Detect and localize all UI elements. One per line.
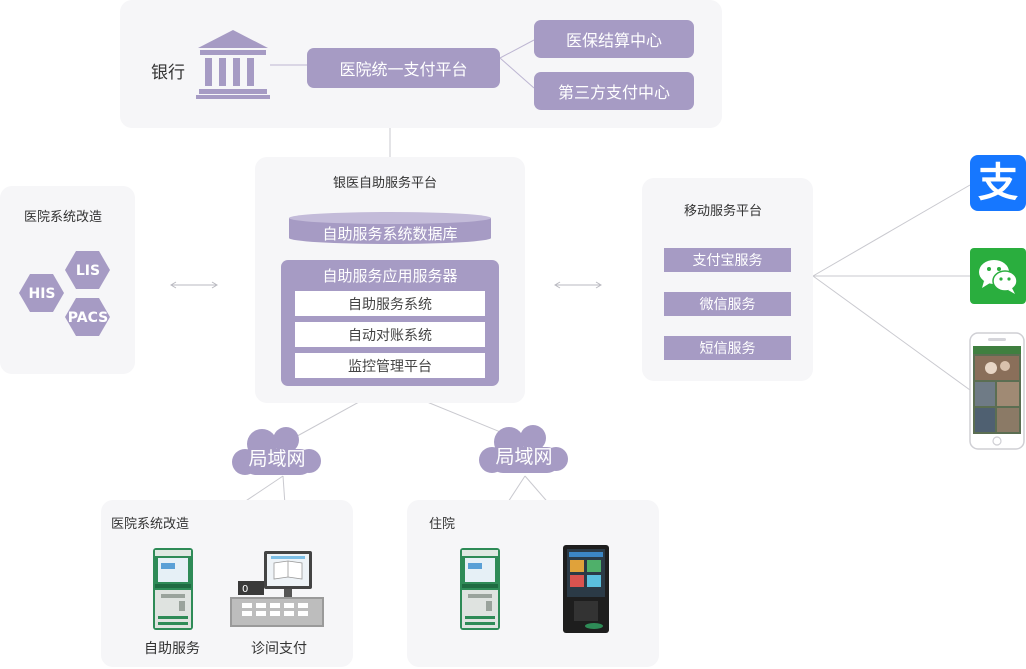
database-icon (289, 212, 491, 244)
hex-cluster: LIS HIS PACS (19, 251, 110, 336)
hex-lis-label: LIS (76, 263, 100, 279)
phone-icon (969, 332, 1025, 450)
lan-cloud-left: 局域网 (232, 427, 321, 475)
center-title: 银医自助服务平台 (333, 176, 438, 191)
system-item: 自动对账系统 (295, 322, 485, 347)
wall-terminal-icon (563, 545, 609, 633)
pos-terminal-icon: 0 (230, 551, 324, 627)
sms-service: 短信服务 (664, 336, 791, 360)
bank-label: 银行 (151, 63, 185, 83)
kiosk-icon (460, 548, 500, 630)
hex-lis (65, 251, 110, 289)
unified-payment-platform: 医院统一支付平台 (307, 48, 500, 88)
third-party-payment-center: 第三方支付中心 (534, 72, 694, 110)
wechat-icon (970, 248, 1026, 304)
svg-text:0: 0 (242, 584, 248, 595)
clinic-payment-label: 诊间支付 (251, 641, 307, 657)
bottom-right-title: 住院 (429, 517, 456, 532)
alipay-glyph: 支 (978, 160, 1018, 206)
insurance-settlement-center: 医保结算中心 (534, 20, 694, 58)
mobile-title: 移动服务平台 (684, 204, 763, 219)
hex-his-label: HIS (28, 286, 55, 302)
alipay-service: 支付宝服务 (664, 248, 791, 272)
database-label: 自助服务系统数据库 (322, 224, 458, 243)
kiosk-icon (153, 548, 193, 630)
hex-his (19, 274, 64, 312)
self-service-label: 自助服务 (144, 641, 200, 657)
inpatient-panel (407, 500, 659, 667)
hex-pacs (65, 298, 110, 336)
left-title: 医院系统改造 (24, 210, 103, 225)
lan-label-left: 局域网 (248, 448, 305, 470)
lan-label-right: 局域网 (495, 446, 552, 468)
top-connectors (270, 39, 535, 89)
bank-icon (196, 30, 270, 99)
bottom-left-title: 医院系统改造 (111, 517, 190, 532)
system-item: 自助服务系统 (295, 291, 485, 316)
system-item: 监控管理平台 (295, 353, 485, 378)
wechat-service: 微信服务 (664, 292, 791, 316)
alipay-icon: 支 (970, 155, 1026, 211)
hex-pacs-label: PACS (68, 310, 108, 326)
lan-cloud-right: 局域网 (479, 425, 568, 473)
hospital-systems-panel (0, 186, 135, 374)
app-server-label: 自助服务应用服务器 (322, 266, 458, 285)
